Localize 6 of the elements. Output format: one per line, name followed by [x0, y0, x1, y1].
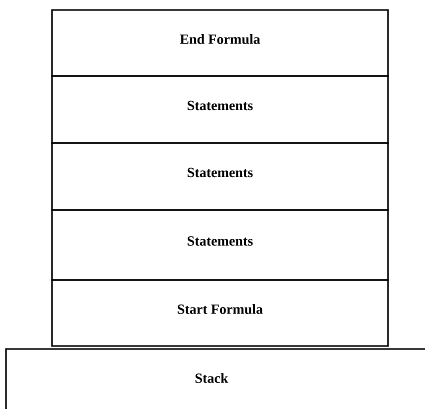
stack-base-box: Stack	[5, 348, 425, 409]
stack-box: Start Formula	[51, 279, 389, 347]
stack-box: Statements	[51, 209, 389, 281]
stack-box: End Formula	[51, 9, 389, 77]
stack-box: Statements	[51, 75, 389, 144]
stack-box: Statements	[51, 142, 389, 211]
